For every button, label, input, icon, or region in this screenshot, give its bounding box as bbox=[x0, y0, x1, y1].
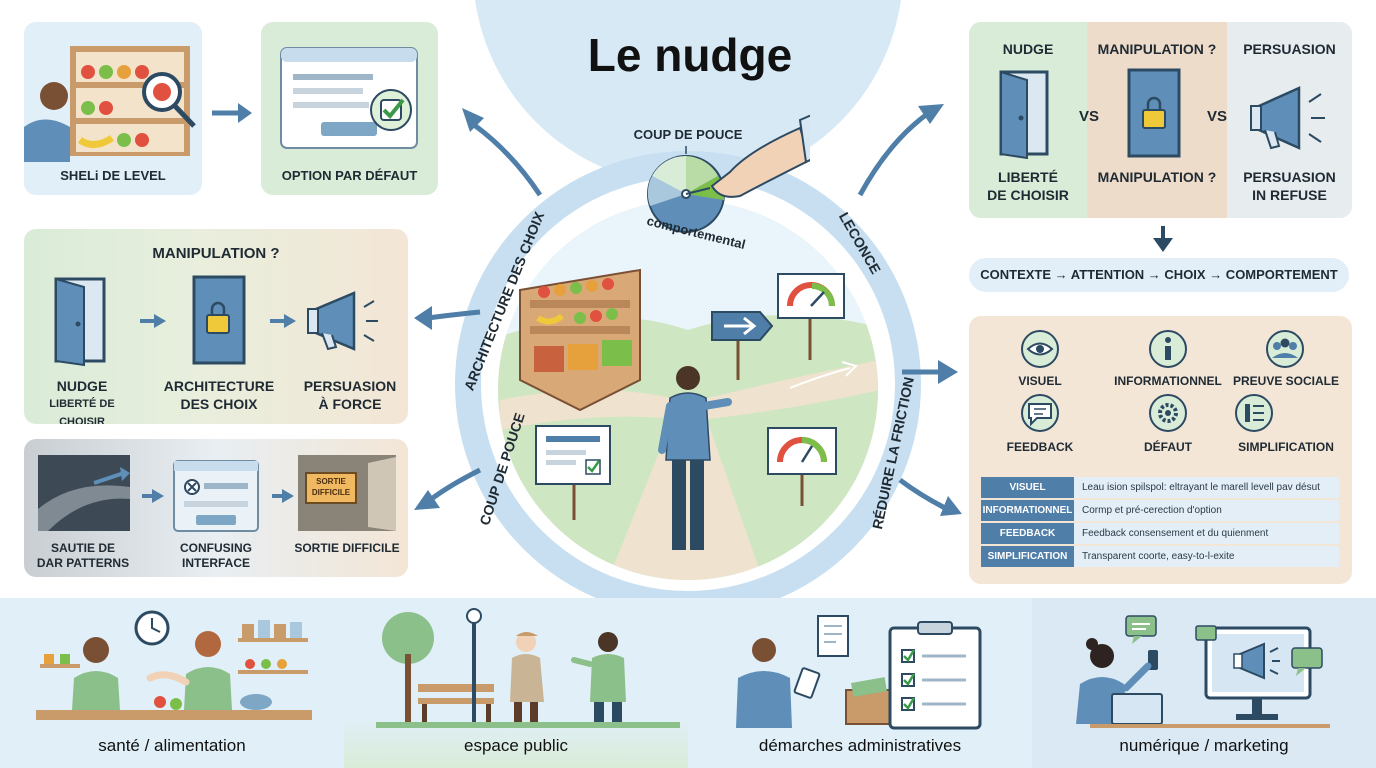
domain-label-public: espace public bbox=[464, 736, 568, 755]
default-option-panel: OPTION PAR DÉFAUT bbox=[261, 22, 438, 195]
dark-pattern-item-1: SAUTIE DE DAR PATTERNS bbox=[36, 541, 130, 570]
arrow-right-icon bbox=[212, 103, 252, 123]
manipulation-panel: MANIPULATION ? NUDGE LIBERTÉ DE CHOISIR … bbox=[24, 229, 408, 424]
gear-icon bbox=[1149, 394, 1187, 432]
comparison-header-persuasion: PERSUASION bbox=[1243, 41, 1336, 57]
comparison-header-manipulation: MANIPULATION ? bbox=[1097, 41, 1217, 57]
door-lock-icon bbox=[1127, 68, 1181, 158]
comparison-header-nudge: NUDGE bbox=[1002, 41, 1054, 57]
manipulation-item-1: NUDGE LIBERTÉ DE CHOISIR bbox=[49, 378, 115, 424]
manipulation-item-3: PERSUASION À FORCE bbox=[303, 378, 397, 412]
type-label-visuel: VISUEL bbox=[1018, 374, 1062, 388]
eye-icon bbox=[1021, 330, 1059, 368]
exit-sign-text: SORTIE DIFFICILE bbox=[311, 477, 351, 497]
default-form-icon bbox=[280, 47, 418, 149]
confusing-interface-icon bbox=[173, 460, 259, 532]
vs-label-1: VS bbox=[1078, 108, 1099, 125]
arrow-sign-icon bbox=[711, 311, 774, 380]
center-scene-illustration bbox=[519, 268, 858, 550]
health-scene-icon bbox=[36, 610, 312, 720]
door-lock-icon bbox=[192, 275, 246, 365]
nudge-gauge-icon bbox=[647, 114, 810, 233]
comparison-panel: NUDGE MANIPULATION ? PERSUASION VS VS LI… bbox=[969, 22, 1352, 218]
default-option-label: OPTION PAR DÉFAUT bbox=[281, 168, 418, 183]
page-title: Le nudge bbox=[587, 29, 793, 81]
comparison-caption-3: PERSUASION IN REFUSE bbox=[1243, 169, 1336, 203]
admin-scene-icon bbox=[736, 615, 982, 730]
comparison-caption-1: LIBERTÉ DE CHOISIR bbox=[987, 169, 1069, 203]
list-icon bbox=[1235, 394, 1273, 432]
gauge-sign-icon bbox=[777, 273, 845, 360]
public-space-scene-icon bbox=[376, 608, 680, 728]
chat-icon bbox=[1021, 394, 1059, 432]
manipulation-icons bbox=[54, 275, 378, 367]
megaphone-icon bbox=[307, 291, 378, 351]
domain-illustrations bbox=[36, 608, 1330, 730]
arrow-down-icon bbox=[1153, 226, 1173, 252]
dark-patterns-icons bbox=[38, 455, 396, 532]
dark-road-icon bbox=[38, 455, 130, 531]
domain-label-health: santé / alimentation bbox=[98, 736, 246, 755]
shelf-level-panel: SHELi DE LEVEL bbox=[24, 22, 202, 195]
flow-bar: CONTEXTE → ATTENTION → CHOIX → COMPORTEM… bbox=[969, 258, 1349, 292]
manipulation-item-2: ARCHITECTURE DES CHOIX bbox=[163, 378, 275, 412]
digital-scene-icon bbox=[1076, 615, 1330, 728]
type-label-informationnel: INFORMATIONNEL bbox=[1114, 374, 1222, 388]
domain-label-admin: démarches administratives bbox=[758, 736, 962, 755]
coup-de-pouce-label: COUP DE POUCE bbox=[633, 127, 743, 142]
shelf-illustration-icon bbox=[24, 46, 196, 162]
fruit-stand-icon bbox=[519, 268, 641, 412]
gauge-sign-2-icon bbox=[767, 427, 837, 506]
person-icon bbox=[658, 366, 732, 550]
types-icons bbox=[1021, 330, 1304, 432]
type-label-feedback: FEEDBACK bbox=[1006, 440, 1074, 454]
exit-sign-icon bbox=[298, 455, 396, 531]
dark-pattern-item-2: CONFUSING INTERFACE bbox=[180, 541, 252, 570]
comparison-caption-2: MANIPULATION ? bbox=[1097, 169, 1217, 185]
vs-label-2: VS bbox=[1206, 108, 1227, 125]
shelf-level-label: SHELi DE LEVEL bbox=[60, 168, 166, 183]
form-sign-icon bbox=[535, 425, 611, 520]
dark-patterns-panel: SORTIE DIFFICILE SAUTIE DE DAR PATTERNS … bbox=[24, 439, 408, 577]
door-open-icon bbox=[54, 277, 106, 367]
megaphone-icon bbox=[1250, 86, 1325, 150]
door-open-icon bbox=[999, 70, 1049, 160]
type-label-defaut: DÉFAUT bbox=[1144, 440, 1192, 454]
domain-panel-health bbox=[0, 598, 344, 768]
info-icon bbox=[1149, 330, 1187, 368]
manipulation-title: MANIPULATION ? bbox=[152, 245, 280, 262]
dark-pattern-item-3: SORTIE DIFFICILE bbox=[294, 541, 400, 555]
domain-label-digital: numérique / marketing bbox=[1119, 736, 1289, 755]
comparison-icons bbox=[999, 68, 1325, 160]
type-label-simplification: SIMPLIFICATION bbox=[1238, 440, 1334, 454]
type-label-preuve-sociale: PREUVE SOCIALE bbox=[1232, 374, 1340, 388]
people-icon bbox=[1266, 330, 1304, 368]
